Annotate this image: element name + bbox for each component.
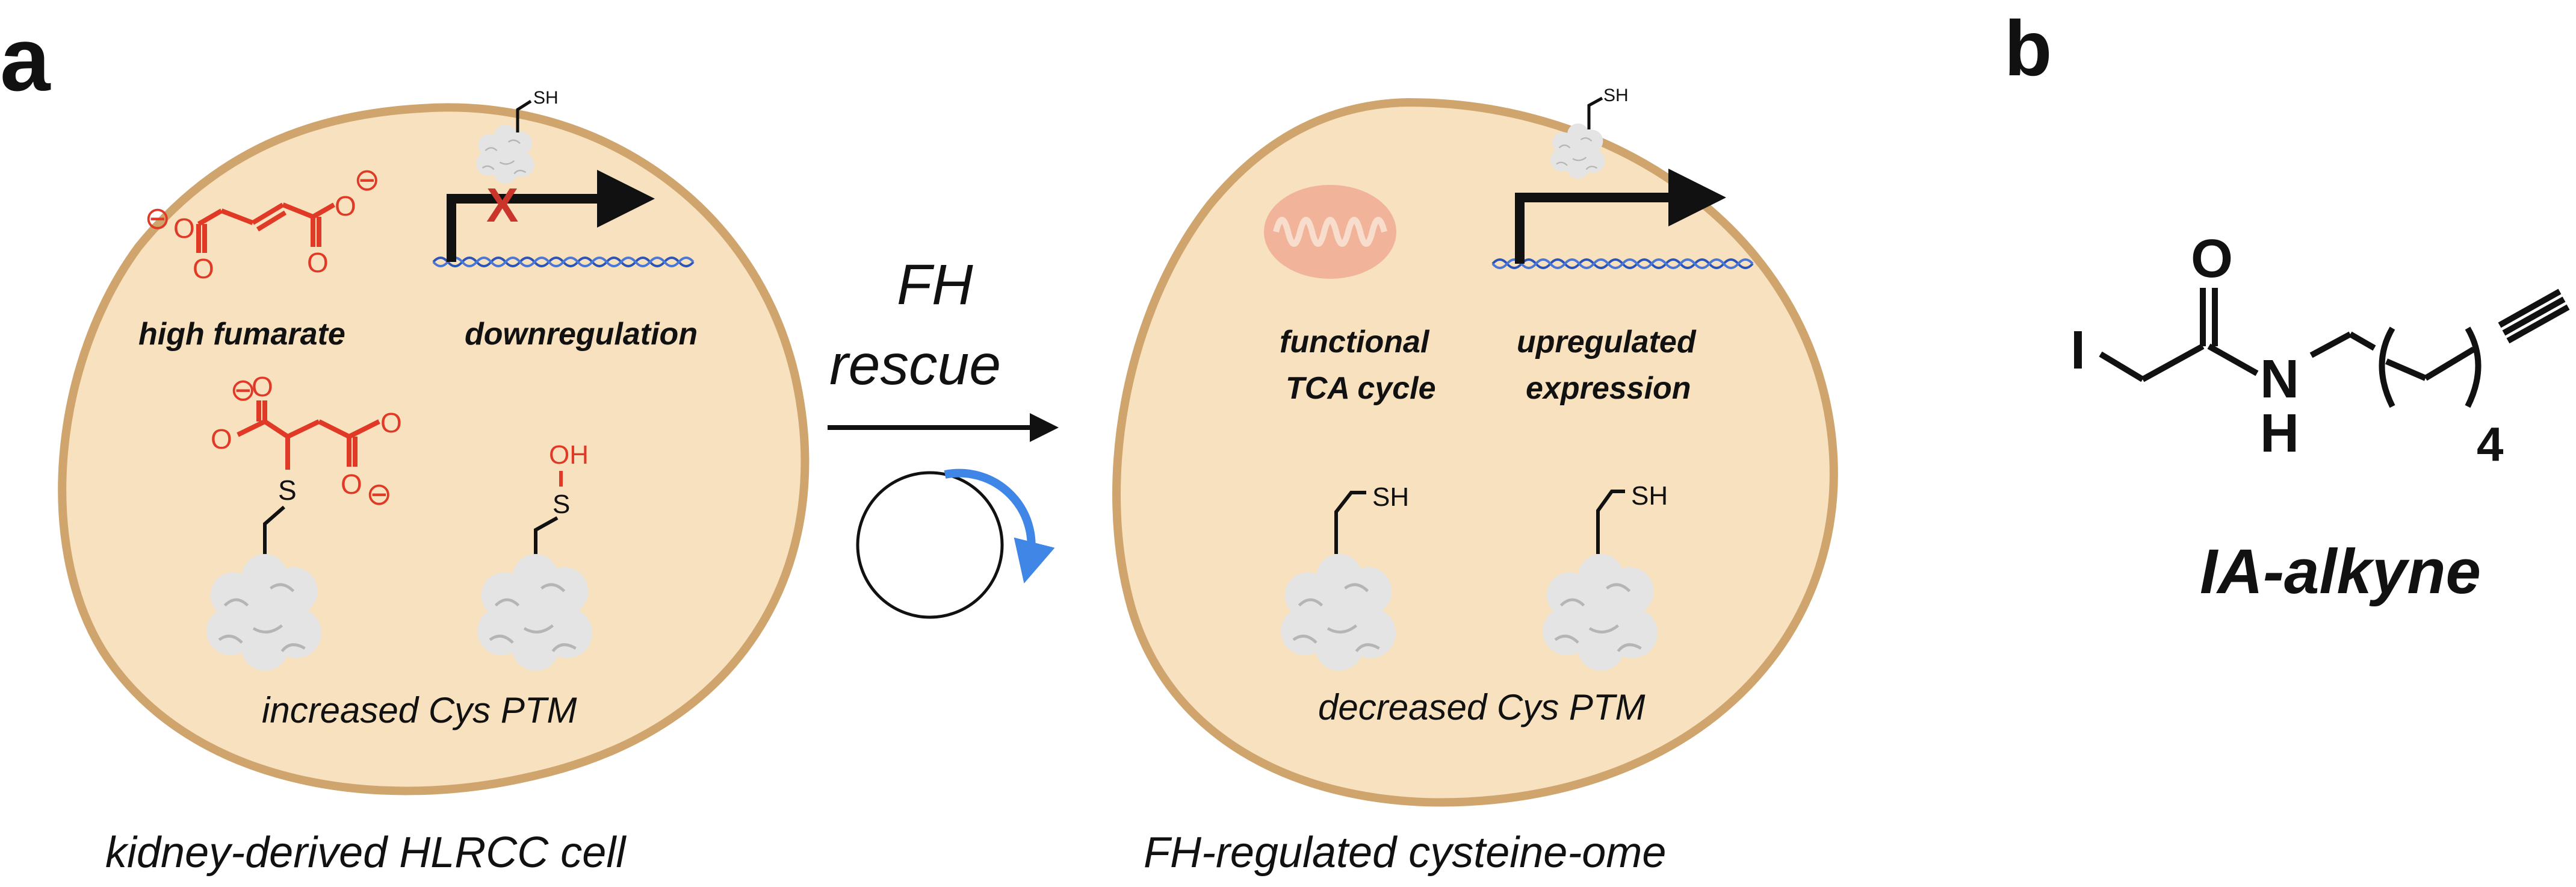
downregulation-label: downregulation: [465, 317, 698, 352]
repression-x: X: [486, 178, 518, 232]
succ-o-bottom: O: [341, 468, 362, 500]
fumarate-o-right-carbonyl: O: [307, 247, 329, 278]
arrow-label-fh: FH: [897, 253, 973, 317]
fumarate-minus-right: ⊖: [354, 163, 380, 198]
protein-sh-top-right: SH: [1603, 86, 1629, 105]
left-cell-caption: kidney-derived HLRCC cell: [105, 829, 627, 877]
atom-o: O: [2191, 229, 2233, 289]
fumarate-o-right: O: [335, 190, 356, 222]
panel-letter-a: a: [0, 8, 51, 110]
increased-ptm-label: increased Cys PTM: [262, 690, 577, 730]
succ-o-top: O: [252, 371, 273, 402]
promoter-arrow-blocked: [447, 170, 655, 262]
arrow-label-rescue: rescue: [829, 333, 1001, 397]
succ-o-left: O: [211, 423, 232, 455]
succ-minus-top: ⊖: [230, 373, 256, 408]
right-cell-caption: FH-regulated cysteine-ome: [1144, 829, 1666, 877]
succ-o-right: O: [380, 407, 402, 438]
tca-label-line2: TCA cycle: [1286, 371, 1436, 406]
succ-minus-bottom: ⊖: [366, 477, 392, 512]
fumarate-o-left: O: [173, 213, 195, 244]
right-cell: functional TCA cycle SH upregulated expr…: [1112, 86, 1838, 877]
protein-sh-top-left: SH: [533, 88, 559, 108]
sulfenic-s: S: [553, 490, 570, 519]
ia-alkyne-structure: I O N H 4 IA-alkyne: [2070, 229, 2570, 607]
repeat-bracket-left: [2379, 326, 2395, 408]
upregulated-label-line2: expression: [1526, 371, 1691, 406]
free-thiol-sh-2: SH: [1631, 481, 1668, 511]
plasmid-icon: [856, 471, 1004, 619]
upregulated-label-line1: upregulated: [1517, 325, 1697, 359]
repeat-count: 4: [2477, 417, 2504, 471]
probe-name: IA-alkyne: [2200, 537, 2481, 607]
mitochondrion-icon: [1264, 185, 1396, 279]
repeat-bracket-right: [2465, 326, 2482, 408]
atom-i: I: [2070, 320, 2085, 381]
fh-rescue-arrow: FH rescue: [828, 253, 1059, 619]
atom-h: H: [2260, 403, 2299, 464]
tca-label-line1: functional: [1280, 325, 1430, 359]
fumarate-label: high fumarate: [138, 317, 345, 352]
fumarate-structure: [196, 202, 335, 253]
promoter-arrow-active: [1515, 169, 1726, 264]
succinated-cysteine: [237, 400, 380, 470]
free-thiol-sh-1: SH: [1372, 482, 1409, 512]
decreased-ptm-label: decreased Cys PTM: [1318, 687, 1646, 727]
fumarate-minus-left: ⊖: [144, 201, 171, 236]
left-cell: ⊖ O O O ⊖ O high fumarate SH X downregul…: [58, 88, 810, 877]
sulfenic-oh: OH: [549, 440, 589, 470]
plasmid-gene-arc: [944, 468, 1055, 584]
left-cell-membrane: [58, 103, 810, 795]
panel-letter-b: b: [2004, 4, 2052, 92]
atom-n: N: [2260, 349, 2299, 409]
succ-s: S: [278, 475, 297, 506]
fumarate-o-left-carbonyl: O: [193, 253, 214, 284]
